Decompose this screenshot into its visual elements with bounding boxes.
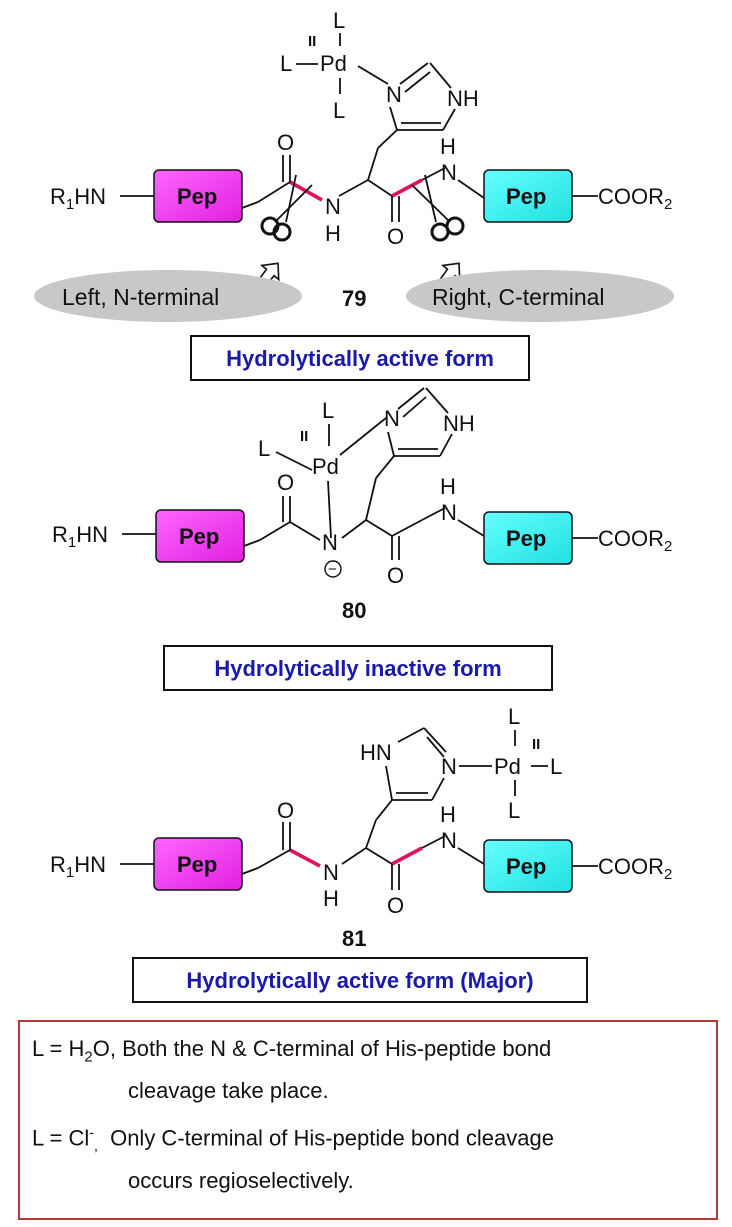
imidazole-n: N — [441, 754, 457, 779]
imidazole-hn: HN — [360, 740, 392, 765]
form-label-80: Hydrolytically inactive form — [163, 645, 553, 691]
coor2-suffix: COOR2 — [598, 854, 672, 883]
amide-h-left: H — [325, 221, 341, 246]
pd-ligand-left: L — [258, 436, 270, 461]
pep-box-left — [153, 169, 243, 223]
note-line-chloride: L = Cl-, Only C-terminal of His-peptide … — [32, 1124, 554, 1154]
cleavage-site-right — [406, 270, 674, 322]
imidazole-nh: NH — [447, 86, 479, 111]
carbonyl-o-left: O — [277, 470, 294, 495]
r1-prefix: R1HN — [50, 852, 106, 881]
pep-label-left: Pep — [177, 852, 217, 877]
amide-h-right: H — [440, 134, 456, 159]
amide-n-left: N — [325, 194, 341, 219]
cleavage-site-left-label: Left, N-terminal — [62, 284, 219, 310]
carbonyl-o-left: O — [277, 798, 294, 823]
amide-n-left: N — [323, 860, 339, 885]
carbonyl-o-right: O — [387, 224, 404, 249]
pep-label-left: Pep — [179, 524, 219, 549]
form-label-79: Hydrolytically active form — [190, 335, 530, 381]
pep-label-right: Pep — [506, 526, 546, 551]
scissors-icon — [411, 174, 465, 242]
note-line-chloride-cont: occurs regioselectively. — [128, 1168, 354, 1193]
pd-oxidation-state: II — [308, 33, 316, 50]
svg-text:−: − — [328, 561, 337, 578]
amide-n-right: N — [441, 500, 457, 525]
amide-h-right: H — [440, 474, 456, 499]
pd-ligand-top: L — [508, 704, 520, 729]
compound-81: HN N Pd L II L L N H O O H N — [50, 704, 672, 951]
amide-n-right: N — [441, 160, 457, 185]
cleavage-site-left — [34, 270, 302, 322]
coor2-suffix: COOR2 — [598, 184, 672, 213]
compound-number: 80 — [342, 598, 366, 623]
pd-ligand-top: L — [322, 398, 334, 423]
pd-oxidation-state: II — [300, 428, 308, 445]
pep-box-left — [153, 837, 243, 891]
imidazole-n: N — [384, 406, 400, 431]
palladium-atom: Pd — [320, 51, 347, 76]
pep-label-right: Pep — [506, 184, 546, 209]
carbonyl-o-right: O — [387, 563, 404, 588]
pep-label-right: Pep — [506, 854, 546, 879]
r1-prefix: R1HN — [52, 522, 108, 551]
palladium-atom: Pd — [494, 754, 521, 779]
amide-n-left: N — [322, 530, 338, 555]
conditions-note: L = H2O, Both the N & C-terminal of His-… — [18, 1020, 718, 1220]
imidazole-nh: NH — [443, 411, 475, 436]
form-label-81: Hydrolytically active form (Major) — [132, 957, 588, 1003]
negative-charge — [324, 560, 342, 578]
note-line-water: L = H2O, Both the N & C-terminal of His-… — [32, 1036, 552, 1066]
coor2-suffix: COOR2 — [598, 526, 672, 555]
compound-79: L II L Pd L N NH N H O O H — [34, 8, 674, 322]
cleavage-site-right-label: Right, C-terminal — [432, 284, 605, 310]
pep-box-left — [155, 509, 245, 563]
pep-label-left: Pep — [177, 184, 217, 209]
amide-h-left: H — [323, 886, 339, 911]
pd-ligand-top: L — [333, 8, 345, 33]
note-line-water-cont: cleavage take place. — [128, 1078, 329, 1103]
carbonyl-o-left: O — [277, 130, 294, 155]
pd-ligand-left: L — [280, 51, 292, 76]
scissors-icon — [260, 174, 313, 242]
compound-number: 79 — [342, 286, 366, 311]
compound-80: L II L Pd N NH N − O O H N — [52, 387, 672, 623]
palladium-atom: Pd — [312, 454, 339, 479]
carbonyl-o-right: O — [387, 893, 404, 918]
pd-ligand-bottom: L — [508, 798, 520, 823]
imidazole-n: N — [386, 82, 402, 107]
pd-oxidation-state: II — [532, 736, 540, 753]
amide-h-right: H — [440, 802, 456, 827]
compound-number: 81 — [342, 926, 366, 951]
pd-ligand-right: L — [550, 754, 562, 779]
amide-n-right: N — [441, 828, 457, 853]
r1-prefix: R1HN — [50, 184, 106, 213]
pd-ligand-bottom: L — [333, 98, 345, 123]
